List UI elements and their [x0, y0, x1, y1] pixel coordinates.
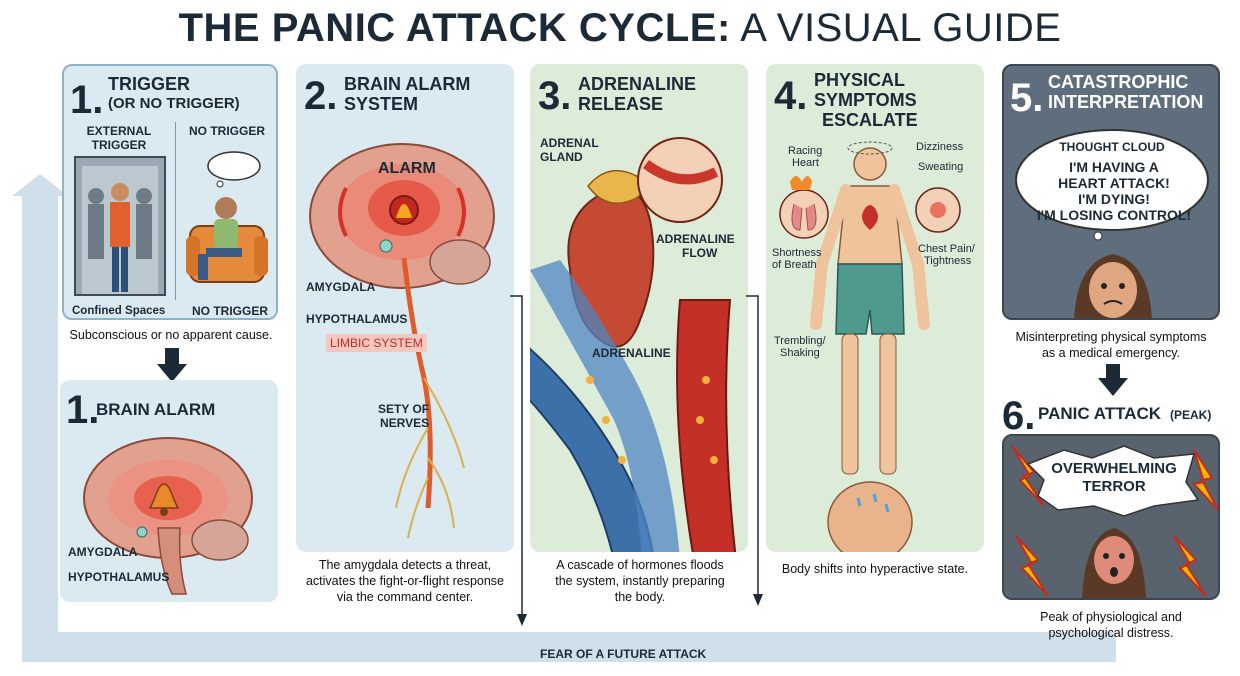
loop-label: FEAR OF A FUTURE ATTACK: [540, 647, 707, 661]
no-trigger-label: NO TRIGGER: [188, 124, 265, 138]
external-trigger-label: EXTERNAL TRIGGER: [86, 124, 152, 152]
step1-heading: TRIGGER: [108, 74, 191, 94]
step4-number: 4.: [774, 74, 808, 118]
terror-label-1: OVERWHELMING: [1051, 460, 1177, 477]
adrenal-illustration: [530, 137, 737, 552]
sweating-label: Sweating: [918, 161, 964, 173]
step6-heading: PANIC ATTACK: [1038, 404, 1162, 423]
adrenaline-label: ADRENALINE: [592, 346, 671, 360]
down-arrow-icon-2: [1098, 364, 1128, 396]
step1b-number: 1.: [66, 388, 100, 432]
step1-number: 1.: [70, 78, 104, 122]
shortness-breath-label-1: Shortness: [772, 247, 822, 259]
step4-heading-2: SYMPTOMS: [814, 90, 917, 110]
step2-heading-2: SYSTEM: [344, 94, 419, 114]
step4-panel: 4. PHYSICAL SYMPTOMS ESCALATE Racing Hea…: [766, 64, 984, 552]
step6-panel: OVERWHELMING TERROR: [1002, 434, 1220, 600]
chest-pain-label-2: Tightness: [924, 255, 972, 267]
racing-heart-label-1: Racing: [788, 145, 823, 157]
down-arrow-icon: [157, 348, 187, 382]
brain-alarm-illustration: [309, 143, 495, 539]
connector-arrow-2-3: [510, 295, 527, 626]
step1b-heading: BRAIN ALARM: [96, 400, 216, 419]
worried-face-icon: [1074, 254, 1152, 318]
step3-number: 3.: [538, 74, 572, 118]
brain-small-illustration: [83, 437, 253, 595]
thought-cloud-shape: [1015, 129, 1209, 241]
nerves-label-1: SETY OF: [378, 402, 430, 416]
adrenaline-flow-label-1: ADRENALINE: [656, 232, 735, 246]
step6-peak: (PEAK): [1170, 408, 1212, 422]
step4-heading-3: ESCALATE: [822, 110, 918, 130]
limbic-system-label: LIMBIC SYSTEM: [326, 334, 427, 352]
step2-heading-1: BRAIN ALARM: [344, 74, 471, 94]
step1-caption: Subconscious or no apparent cause.: [69, 328, 273, 342]
step6-caption-1: Peak of physiological and: [1040, 610, 1182, 624]
racing-heart-label-2: Heart: [792, 157, 819, 169]
body-illustration: [779, 141, 961, 552]
dizziness-label: Dizziness: [916, 141, 964, 153]
step6-caption-2: psychological distress.: [1048, 626, 1174, 640]
amygdala-label: AMYGDALA: [306, 280, 376, 294]
step2-number: 2.: [304, 74, 338, 118]
step4-caption: Body shifts into hyperactive state.: [781, 562, 969, 576]
trembling-label-2: Shaking: [780, 347, 820, 359]
chest-pain-label-1: Chest Pain/: [918, 243, 975, 255]
nerves-label-2: NERVES: [380, 416, 430, 430]
step3-caption-3: the body.: [614, 590, 666, 604]
alarm-label: ALARM: [378, 160, 436, 177]
no-trigger-bottom-label: NO TRIGGER: [192, 304, 269, 318]
thought-line-3: I'M DYING!: [1078, 191, 1150, 207]
step5-caption-1: Misinterpreting physical symptoms: [1015, 330, 1207, 344]
step2-caption-3: via the command center.: [336, 590, 474, 604]
adrenaline-flow-label-2: FLOW: [682, 246, 718, 260]
step4-heading-1: PHYSICAL: [814, 70, 906, 90]
step1-subheading: (OR NO TRIGGER): [108, 95, 240, 112]
terror-illustration: [1011, 445, 1218, 598]
thought-bubble-icon: [207, 151, 261, 188]
step5-number: 5.: [1010, 76, 1044, 120]
thought-line-4: I'M LOSING CONTROL!: [1036, 207, 1192, 223]
step3-panel: 3. ADRENALINE RELEASE ADRENAL GLAND ADRE…: [530, 64, 748, 552]
shortness-breath-label-2: of Breath: [772, 259, 817, 271]
step3-caption-1: A cascade of hormones floods: [556, 558, 724, 572]
thought-line-2: HEART ATTACK!: [1058, 175, 1170, 191]
adrenal-gland-label-1: ADRENAL: [540, 136, 599, 150]
connector-arrow-3-4: [746, 295, 763, 606]
step5-heading-2: INTERPRETATION: [1048, 92, 1204, 112]
step2-caption-2: activates the fight-or-flight response: [305, 574, 505, 588]
amygdala-label-small: AMYGDALA: [68, 545, 138, 559]
trigger-divider: [175, 122, 176, 300]
thought-cloud-title: THOUGHT CLOUD: [1059, 140, 1165, 154]
hypothalamus-label: HYPOTHALAMUS: [306, 312, 408, 326]
step3-heading-1: ADRENALINE: [578, 74, 697, 94]
step3-heading-2: RELEASE: [578, 94, 664, 114]
step5-panel: 5. CATASTROPHIC INTERPRETATION THOUGHT C…: [1002, 64, 1220, 320]
step3-caption-2: the system, instantly preparing: [555, 574, 725, 588]
page-title: THE PANIC ATTACK CYCLE: A VISUAL GUIDE: [178, 6, 1062, 50]
adrenal-gland-label-2: GLAND: [540, 150, 583, 164]
step5-caption-2: as a medical emergency.: [1041, 346, 1181, 360]
hypothalamus-label-small: HYPOTHALAMUS: [68, 570, 170, 584]
thought-line-1: I'M HAVING A: [1069, 159, 1159, 175]
trembling-label-1: Trembling/: [774, 335, 826, 347]
terror-label-2: TERROR: [1082, 478, 1146, 495]
step2-panel: 2. BRAIN ALARM SYSTEM ALARM AMYGDALA HYP…: [296, 64, 514, 552]
confined-spaces-label: Confined Spaces: [72, 305, 166, 317]
person-in-chair-illustration: [186, 197, 268, 283]
elevator-illustration: [74, 156, 166, 296]
step6-number: 6.: [1002, 394, 1036, 438]
step1b-panel: 1. BRAIN ALARM AMYGDALA HYPOTHALAMUS: [60, 380, 278, 602]
step5-heading-1: CATASTROPHIC: [1048, 72, 1189, 92]
step2-caption-1: The amygdala detects a threat,: [318, 558, 492, 572]
step1-panel: 1. TRIGGER (OR NO TRIGGER) EXTERNAL TRIG…: [62, 64, 278, 320]
